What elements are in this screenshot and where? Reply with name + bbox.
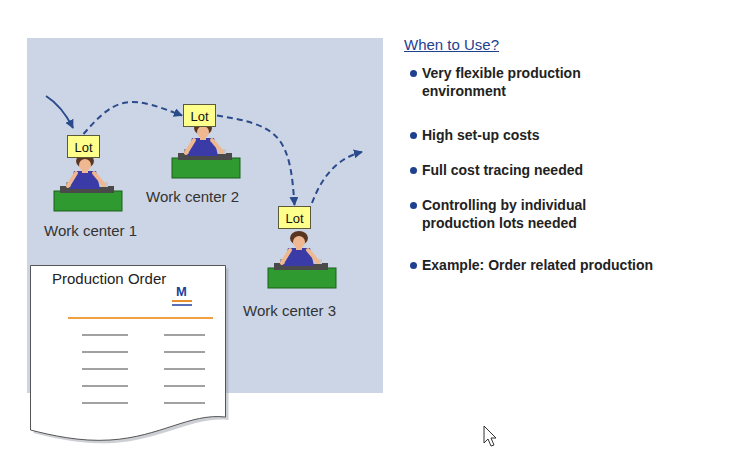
form-line xyxy=(164,385,205,386)
work-center-label: Work center 2 xyxy=(146,188,239,205)
work-center-label: Work center 1 xyxy=(44,222,137,239)
bullet-dot xyxy=(410,202,417,209)
form-line xyxy=(164,402,205,403)
document-title: Production Order xyxy=(52,270,166,287)
bullet-text: Controlling by individual production lot… xyxy=(422,196,662,232)
form-line xyxy=(82,385,128,386)
lot-tag: Lot xyxy=(278,206,311,229)
lot-tag: Lot xyxy=(183,104,216,127)
document-paper xyxy=(31,266,226,441)
bullet-dot xyxy=(410,132,417,139)
form-line xyxy=(82,402,128,403)
bullet-dot xyxy=(410,262,417,269)
header-rule xyxy=(68,317,213,319)
bullet-text: Example: Order related production xyxy=(422,256,662,274)
icon-stroke xyxy=(172,300,192,302)
form-line xyxy=(82,351,128,352)
form-line xyxy=(82,368,128,369)
icon-stroke xyxy=(172,304,192,306)
icon-letter: M xyxy=(176,284,187,299)
lot-tag: Lot xyxy=(67,135,100,158)
worker-figure xyxy=(268,231,336,288)
flow-arrow xyxy=(84,102,183,134)
work-center-label: Work center 3 xyxy=(243,302,336,319)
worker-figure xyxy=(172,121,240,178)
heading: When to Use? xyxy=(404,36,499,53)
lot-label: Lot xyxy=(68,140,99,155)
bullet-text: High set-up costs xyxy=(422,126,662,144)
bullet-dot xyxy=(410,167,417,174)
worker-figure xyxy=(54,154,122,211)
bullet-dot xyxy=(410,70,417,77)
form-line xyxy=(164,368,205,369)
lot-label: Lot xyxy=(279,211,310,226)
form-line xyxy=(164,334,205,335)
form-line xyxy=(82,334,128,335)
bullet-text: Full cost tracing needed xyxy=(422,161,662,179)
incoming-arrow xyxy=(46,96,73,128)
document-shape: Production OrderM xyxy=(30,265,226,443)
document-outline xyxy=(30,265,226,443)
form-line xyxy=(164,351,205,352)
bullet-text: Very flexible production environment xyxy=(422,64,662,100)
mouse-cursor xyxy=(484,426,496,446)
lot-label: Lot xyxy=(184,109,215,124)
outgoing-arrow xyxy=(312,152,362,203)
